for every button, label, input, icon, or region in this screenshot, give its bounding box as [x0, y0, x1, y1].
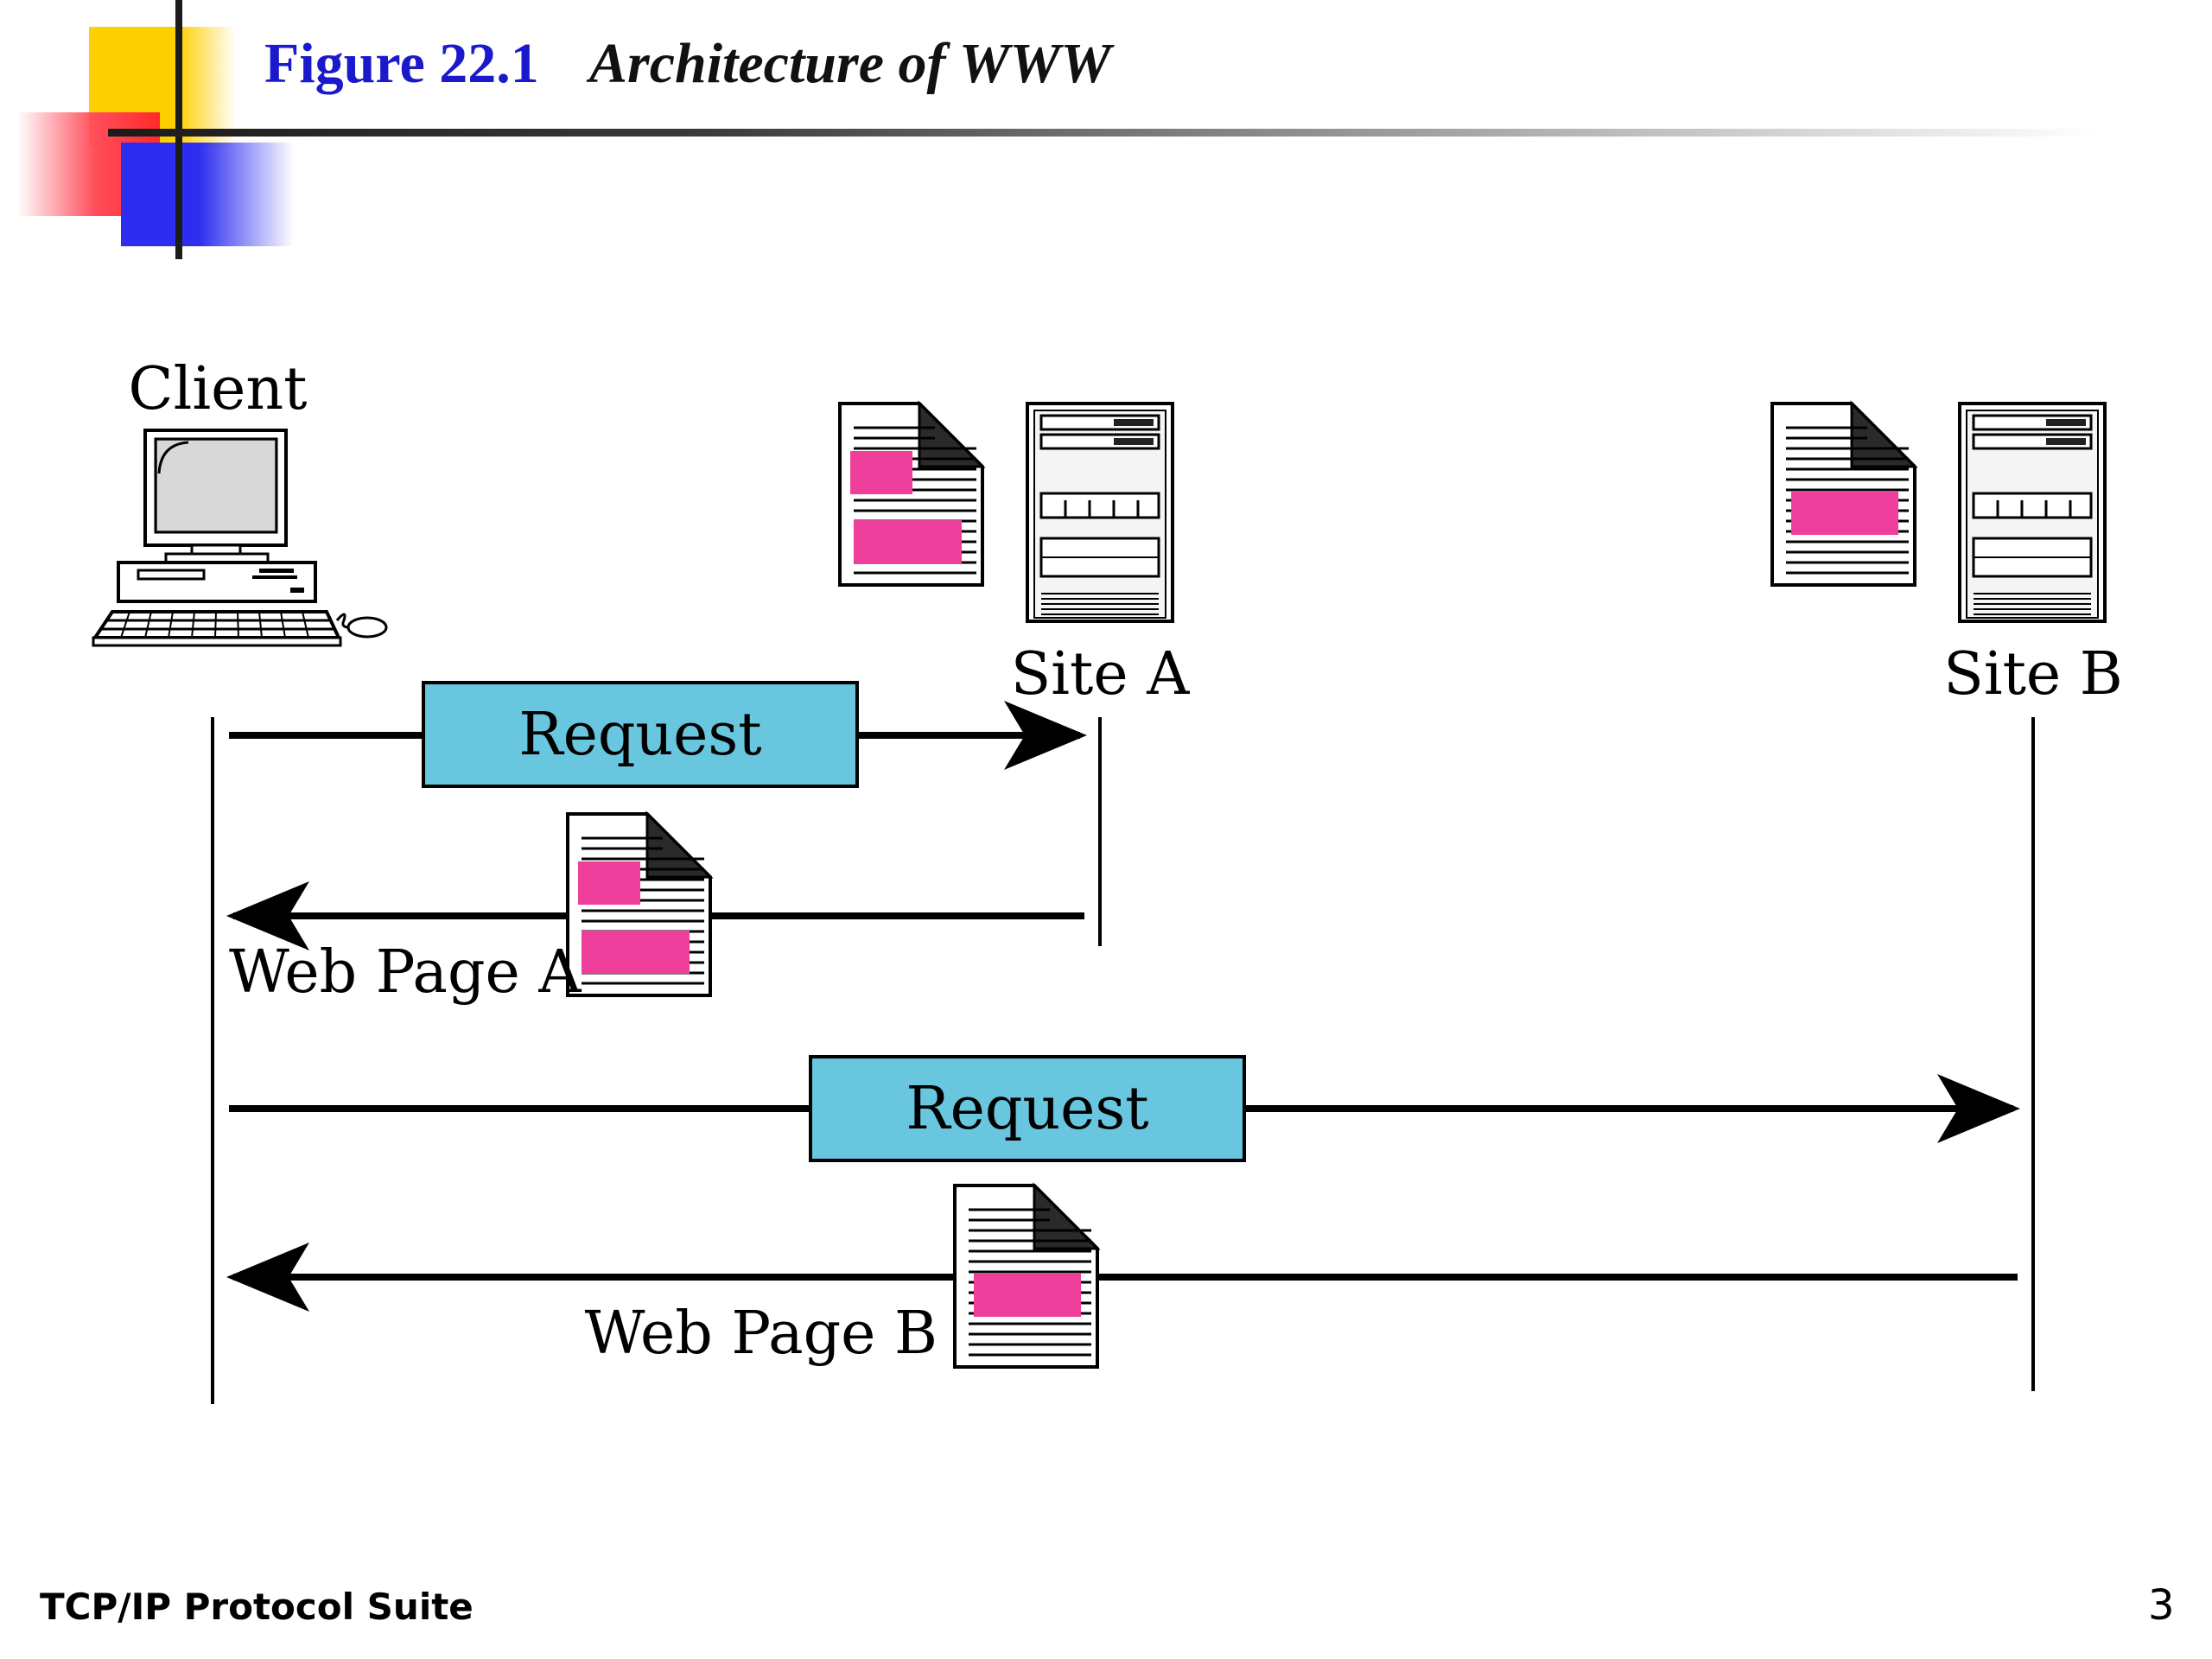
logo-blue-square — [121, 143, 294, 246]
title-underline — [108, 129, 2095, 137]
site-b-label: Site B — [1943, 640, 2123, 709]
request-a-box — [422, 681, 859, 788]
client-computer-icon — [92, 429, 388, 647]
web-page-a-label: Web Page A — [229, 938, 582, 1007]
figure-number: Figure 22.1 — [264, 32, 539, 95]
request-b-box — [809, 1055, 1246, 1162]
site-b-server-icon — [1958, 402, 2107, 623]
site-a-label: Site A — [1011, 640, 1191, 709]
figure-title: Architecture of WWW — [589, 32, 1111, 95]
client-label: Client — [129, 355, 308, 423]
footer-suite-name: TCP/IP Protocol Suite — [40, 1586, 474, 1628]
request-b-label: Request — [906, 1075, 1148, 1143]
web-page-b-label: Web Page B — [585, 1300, 938, 1368]
site-a-server-icon — [1026, 402, 1174, 623]
page-number: 3 — [2148, 1581, 2175, 1630]
web-page-b-icon — [955, 1185, 1097, 1367]
site-a-webpage-icon — [840, 404, 982, 585]
request-a-label: Request — [518, 701, 761, 769]
web-page-a-icon — [568, 814, 710, 995]
site-b-webpage-icon — [1772, 404, 1915, 585]
